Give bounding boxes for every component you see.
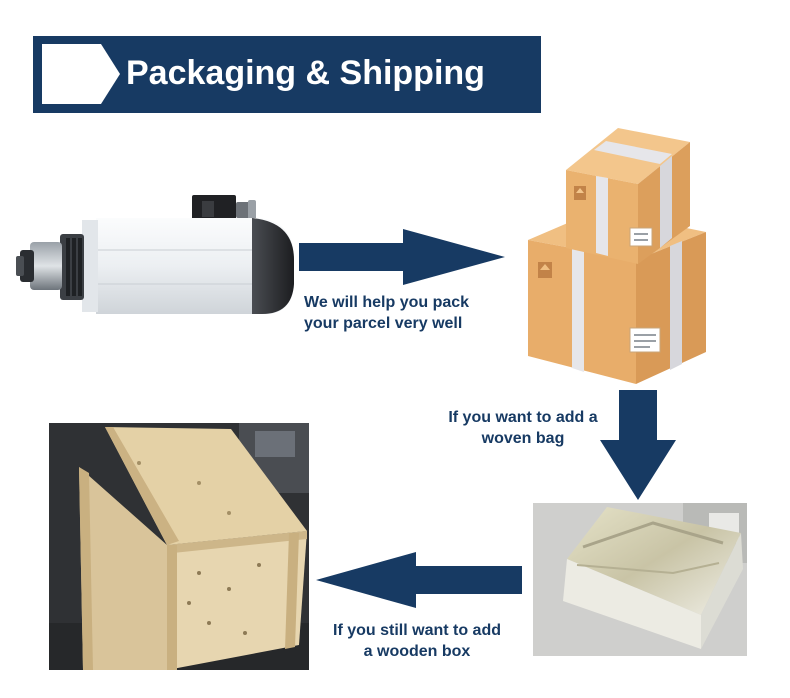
chevron-right-icon (42, 44, 120, 104)
spindle-motor-image (16, 195, 294, 314)
header-banner: Packaging & Shipping (33, 36, 541, 113)
arrow-left-icon (316, 552, 522, 608)
pack-caption-line1: We will help you pack (304, 294, 470, 311)
woven-bag-package-photo (533, 503, 747, 656)
pack-caption-line2: your parcel very well (304, 315, 463, 332)
wooden-crate-photo (49, 423, 309, 670)
arrow-down-icon (600, 390, 676, 500)
cardboard-boxes-image (528, 128, 706, 384)
page-title: Packaging & Shipping (126, 54, 485, 92)
box-caption-line2: a wooden box (363, 643, 471, 660)
bag-caption-line1: If you want to add a (448, 409, 598, 426)
box-caption-line1: If you still want to add (333, 622, 501, 639)
bag-caption-line2: woven bag (481, 430, 565, 447)
arrow-right-icon (299, 229, 505, 285)
